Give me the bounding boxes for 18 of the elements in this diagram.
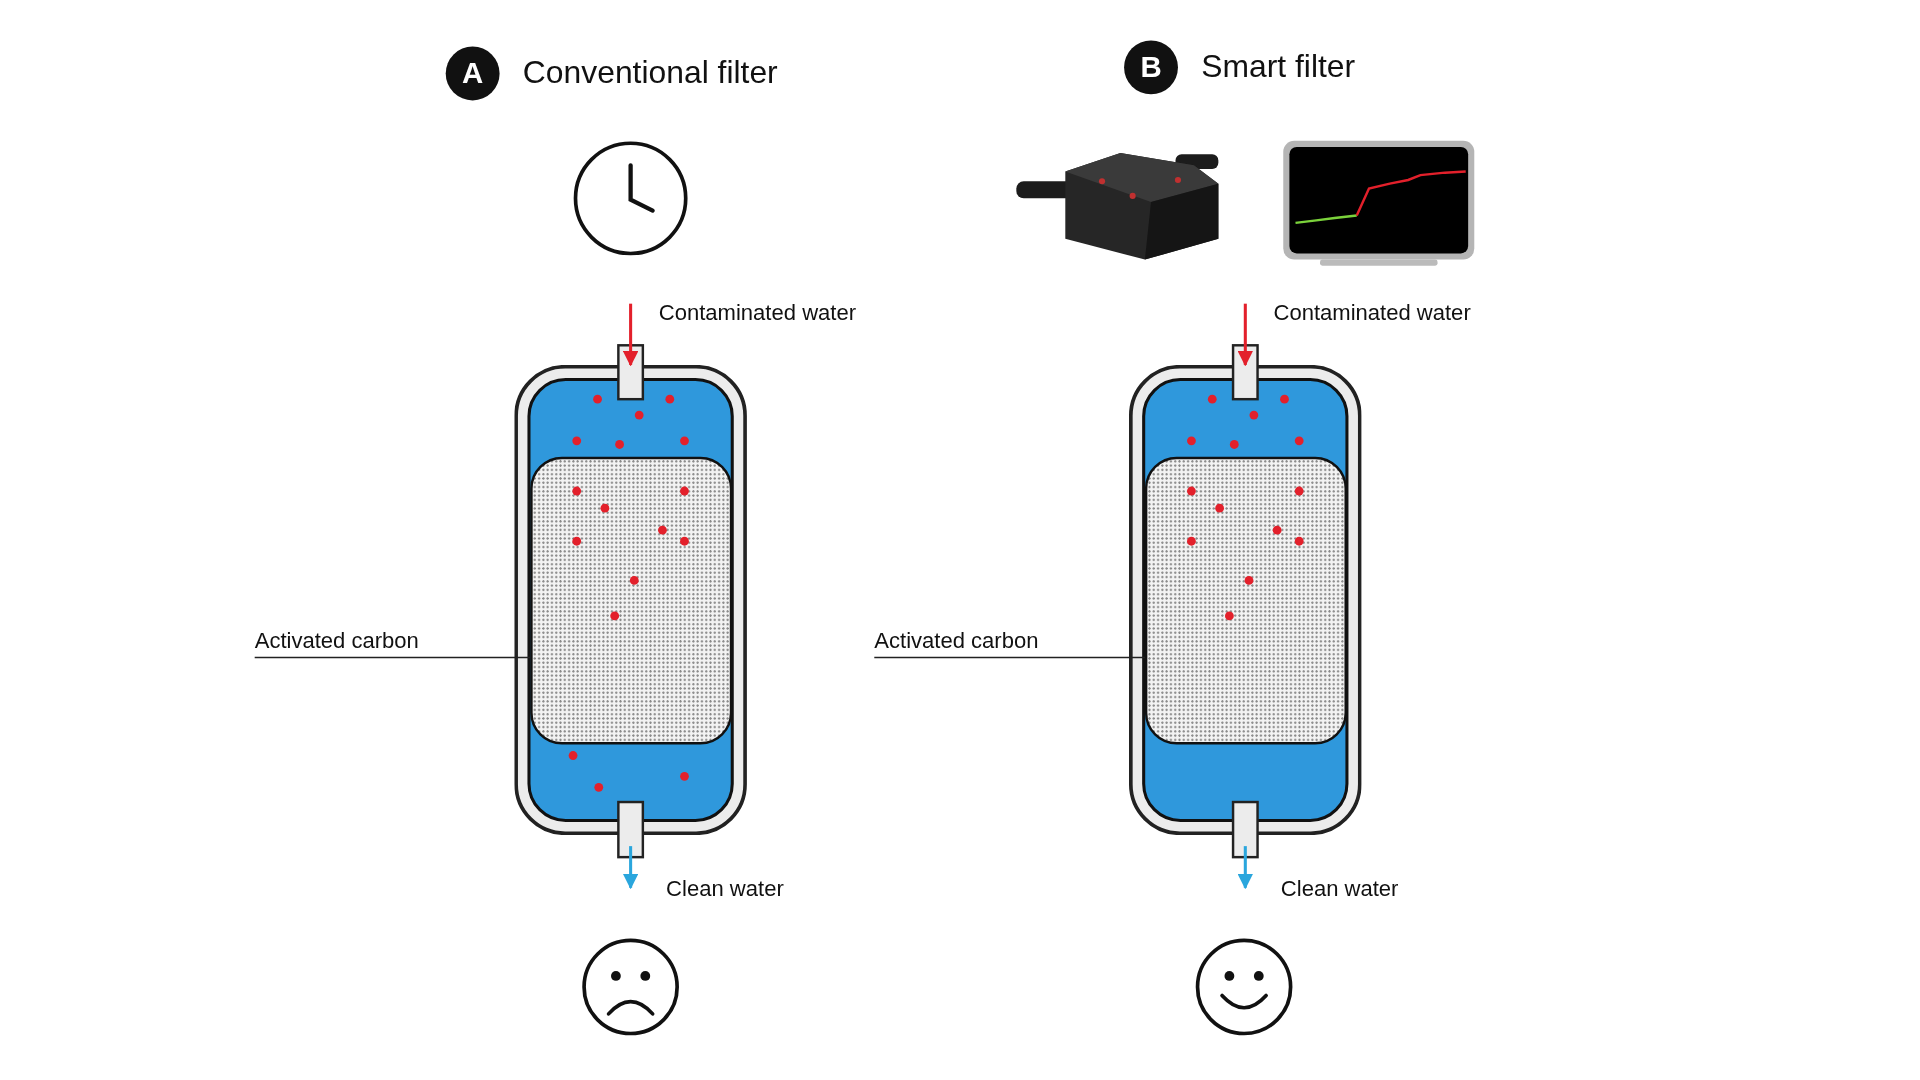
panel-heading: Smart filter [1201,50,1356,83]
edge-label: Clean water [1280,877,1399,900]
letter-badge: A [445,46,500,101]
flow-arrow [622,846,639,890]
panel-heading: Conventional filter [522,56,778,89]
flow-arrow [1237,846,1253,890]
edge-label: Contaminated water [1273,301,1471,324]
flow-arrow [1237,303,1253,367]
carbon-bed [530,456,733,745]
filter-housing [1129,364,1362,836]
filter-housing [514,364,747,836]
letter-badge: B [1124,40,1178,95]
carbon-bed [1144,456,1347,745]
part-label: Activated carbon [254,629,419,658]
edge-label: Contaminated water [658,301,857,324]
edge-label: Clean water [666,877,784,900]
part-label: Activated carbon [874,629,1039,658]
flow-arrow [622,303,639,367]
